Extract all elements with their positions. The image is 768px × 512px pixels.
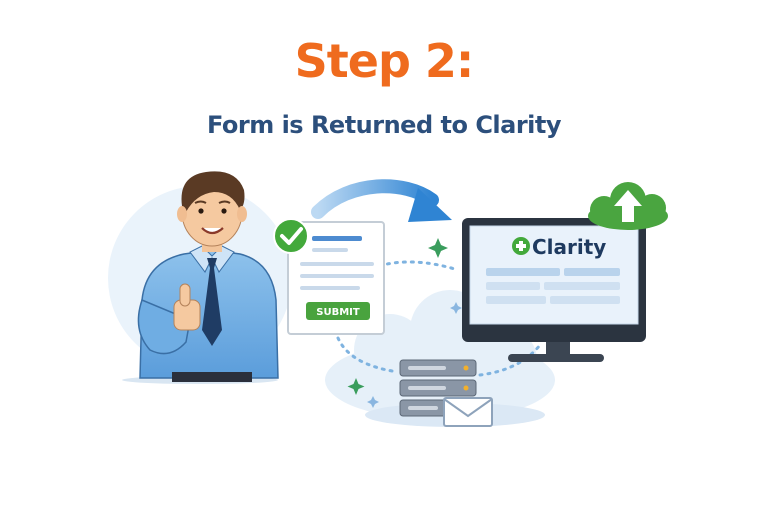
step-subtitle: Form is Returned to Clarity <box>206 111 562 139</box>
computer-monitor <box>462 218 646 362</box>
submit-button-label: SUBMIT <box>316 307 360 318</box>
curved-arrow-icon <box>311 179 452 222</box>
step-title: Step 2: <box>294 34 475 88</box>
submit-button[interactable] <box>306 302 370 320</box>
plus-badge-icon <box>512 237 530 255</box>
dotted-connector-server-monitor <box>478 343 542 377</box>
dotted-connector-form-server <box>336 336 400 374</box>
background-cloud <box>325 290 555 427</box>
checkmark-badge-icon <box>273 218 309 254</box>
cloud-upload-icon <box>588 182 668 230</box>
envelope-icon <box>443 397 493 427</box>
businessman-illustration <box>122 171 279 384</box>
clarity-brand-text: Clarity <box>532 235 606 259</box>
